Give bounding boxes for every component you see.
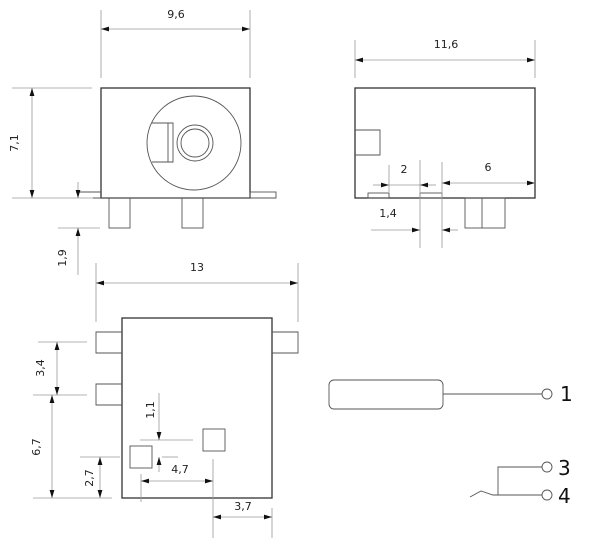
dim-label-length: 11,6 — [434, 38, 459, 51]
side-pad-right — [419, 192, 443, 199]
bottom-tab-left-upper — [95, 331, 122, 354]
pin-label-3: 3 — [558, 456, 571, 480]
front-body — [100, 87, 251, 199]
front-view: 9,6 7,1 1,9 — [8, 8, 277, 275]
dim-label-height: 7,1 — [8, 134, 21, 152]
side-pad-left — [367, 192, 390, 199]
side-jack-key — [355, 129, 381, 156]
bottom-tab-right — [272, 331, 299, 354]
schematic-jack-sleeve — [328, 379, 444, 410]
front-tab-right — [249, 191, 277, 199]
pin-label-1: 1 — [560, 382, 573, 406]
front-jack-bore-inner — [180, 128, 210, 158]
schematic-switch-contact — [469, 490, 542, 498]
dim-label-pad-pitch: 2 — [401, 163, 408, 176]
front-jack-outer-circle — [146, 95, 242, 191]
bottom-tab-left-lower — [95, 383, 122, 406]
bottom-pad-left — [129, 445, 153, 469]
dim-label-pin-offset: 6 — [485, 161, 492, 174]
side-pin-block — [464, 197, 506, 229]
dim-label-pin-length: 1,9 — [56, 249, 69, 267]
dim-label-pad-height: 2,7 — [83, 469, 96, 487]
dim-label-width: 9,6 — [167, 8, 185, 21]
schematic: 1 3 4 — [328, 379, 573, 508]
dim-label-pad-spacing: 4,7 — [171, 463, 189, 476]
front-jack-key — [152, 122, 174, 163]
front-pin-left — [108, 197, 131, 229]
dim-label-overall-width: 13 — [190, 261, 204, 274]
dim-label-tab-to-edge: 6,7 — [30, 438, 43, 456]
side-body — [354, 87, 536, 199]
dim-label-pad-width: 1,4 — [379, 207, 397, 220]
terminal-1-icon — [541, 388, 553, 400]
dim-label-pad-offset: 1,1 — [144, 401, 157, 419]
bottom-view: 13 3,4 6,7 2,7 1,1 4,7 3,7 — [30, 261, 299, 538]
front-jack-bore-outer — [176, 124, 214, 162]
schematic-wire-3 — [497, 466, 542, 495]
bottom-body — [121, 317, 273, 499]
terminal-4-icon — [541, 489, 553, 501]
front-pin-right — [181, 197, 204, 229]
bottom-pad-right — [202, 428, 226, 452]
terminal-3-icon — [541, 461, 553, 473]
dim-label-tab-pitch: 3,4 — [34, 359, 47, 377]
pin-label-4: 4 — [558, 484, 571, 508]
dim-label-pad-to-edge: 3,7 — [234, 500, 252, 513]
side-view: 11,6 2 6 1,4 — [354, 38, 536, 248]
